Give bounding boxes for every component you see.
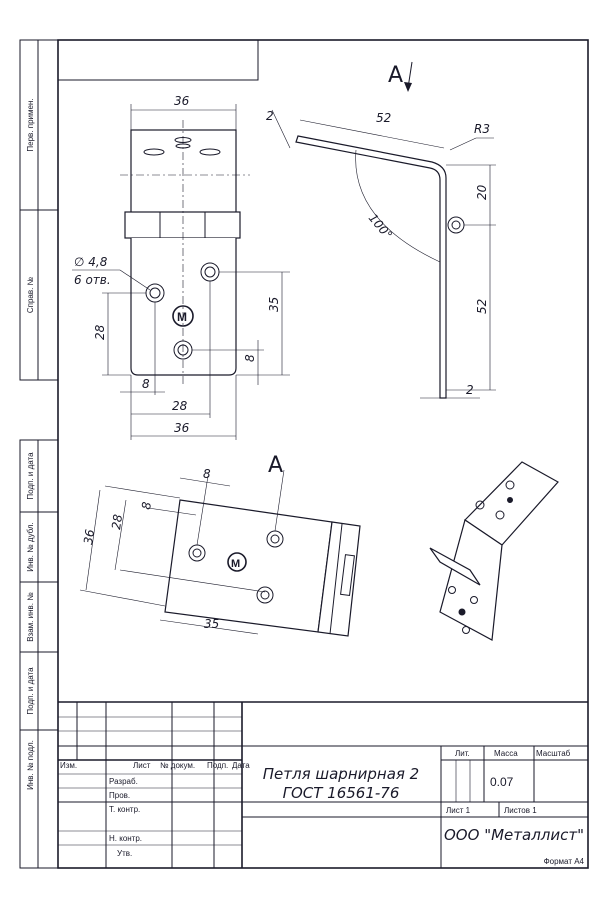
strip-podp-data-2: Подп. и дата xyxy=(26,667,35,715)
sheets-total: Листов 1 xyxy=(504,806,537,815)
dim-front-right-35: 35 xyxy=(267,297,281,312)
role-utv: Утв. xyxy=(117,849,132,858)
strip-perv-primen: Перв. примен. xyxy=(26,98,35,151)
dim-front-bottom-28: 28 xyxy=(172,399,188,413)
dim-side-thickness-top: 2 xyxy=(266,109,274,123)
dim-side-angle: 100° xyxy=(366,211,395,242)
lit-label: Лит. xyxy=(455,749,470,758)
strip-sprav-no: Справ. № xyxy=(26,276,35,313)
header-doc-no: № докум. xyxy=(160,761,195,770)
dim-view-a-8a: 8 xyxy=(203,467,211,481)
dim-front-right-8: 8 xyxy=(243,354,257,362)
dim-view-a-8b: 8 xyxy=(139,501,154,511)
dim-front-bottom-36: 36 xyxy=(174,421,190,435)
dim-front-left-28: 28 xyxy=(93,324,107,340)
company-name: ООО "Металлист" xyxy=(444,826,584,844)
logo-icon xyxy=(172,305,194,327)
role-t-kontr: Т. контр. xyxy=(109,805,140,814)
dim-hole-diameter: ∅ 4,8 xyxy=(74,255,108,269)
dim-side-height-20: 20 xyxy=(475,184,489,200)
side-view: А 52 2 R3 100° 20 52 2 xyxy=(266,61,496,399)
header-data: Дата xyxy=(232,761,250,770)
mass-value: 0.07 xyxy=(490,775,514,789)
strip-vzam-inv: Взам. инв. № xyxy=(26,592,35,642)
dim-side-radius: R3 xyxy=(474,122,490,136)
role-n-kontr: Н. контр. xyxy=(109,834,142,843)
header-podp: Подп. xyxy=(207,761,228,770)
svg-text:M: M xyxy=(177,310,187,324)
top-left-box xyxy=(57,39,259,81)
title-block: Изм. Лист № докум. Подп. Дата Разраб. Пр… xyxy=(58,701,588,868)
role-razrab: Разраб. xyxy=(109,777,138,786)
drawing-title: Петля шарнирная 2 xyxy=(263,765,419,783)
dim-side-height-52: 52 xyxy=(475,299,489,314)
dim-view-a-35: 35 xyxy=(204,617,219,631)
dim-view-a-36: 36 xyxy=(81,528,97,545)
dim-side-length-top: 52 xyxy=(376,111,391,125)
dim-view-a-28: 28 xyxy=(109,513,125,530)
masshtab-label: Масштаб xyxy=(536,749,571,758)
format-label: Формат А4 xyxy=(544,857,585,866)
massa-label: Масса xyxy=(494,749,518,758)
header-izm: Изм. xyxy=(60,761,77,770)
dim-front-width-top: 36 xyxy=(174,94,190,108)
dim-hole-count: 6 отв. xyxy=(74,273,111,287)
view-a: А M 36 28 8 8 35 xyxy=(79,453,361,637)
front-view: M 36 ∅ 4,8 6 отв. 28 35 8 8 28 36 xyxy=(72,94,290,440)
view-arrow-label: А xyxy=(388,63,403,88)
dim-front-bottom-8: 8 xyxy=(142,377,150,391)
view-a-title: А xyxy=(268,453,283,478)
dim-side-thickness-bottom: 2 xyxy=(466,383,474,397)
strip-inv-dubl: Инв. № дубл. xyxy=(26,522,35,572)
isometric-view xyxy=(429,461,559,641)
role-prov: Пров. xyxy=(109,791,130,800)
strip-podp-data-1: Подп. и дата xyxy=(26,452,35,500)
svg-text:M: M xyxy=(231,558,240,570)
header-list: Лист xyxy=(133,761,151,770)
side-strip: Перв. примен. Справ. № Подп. и дата Инв.… xyxy=(19,39,59,869)
sheet-number: Лист 1 xyxy=(446,806,471,815)
strip-inv-podl: Инв. № подл. xyxy=(26,740,35,790)
drawing-standard: ГОСТ 16561-76 xyxy=(283,784,400,802)
